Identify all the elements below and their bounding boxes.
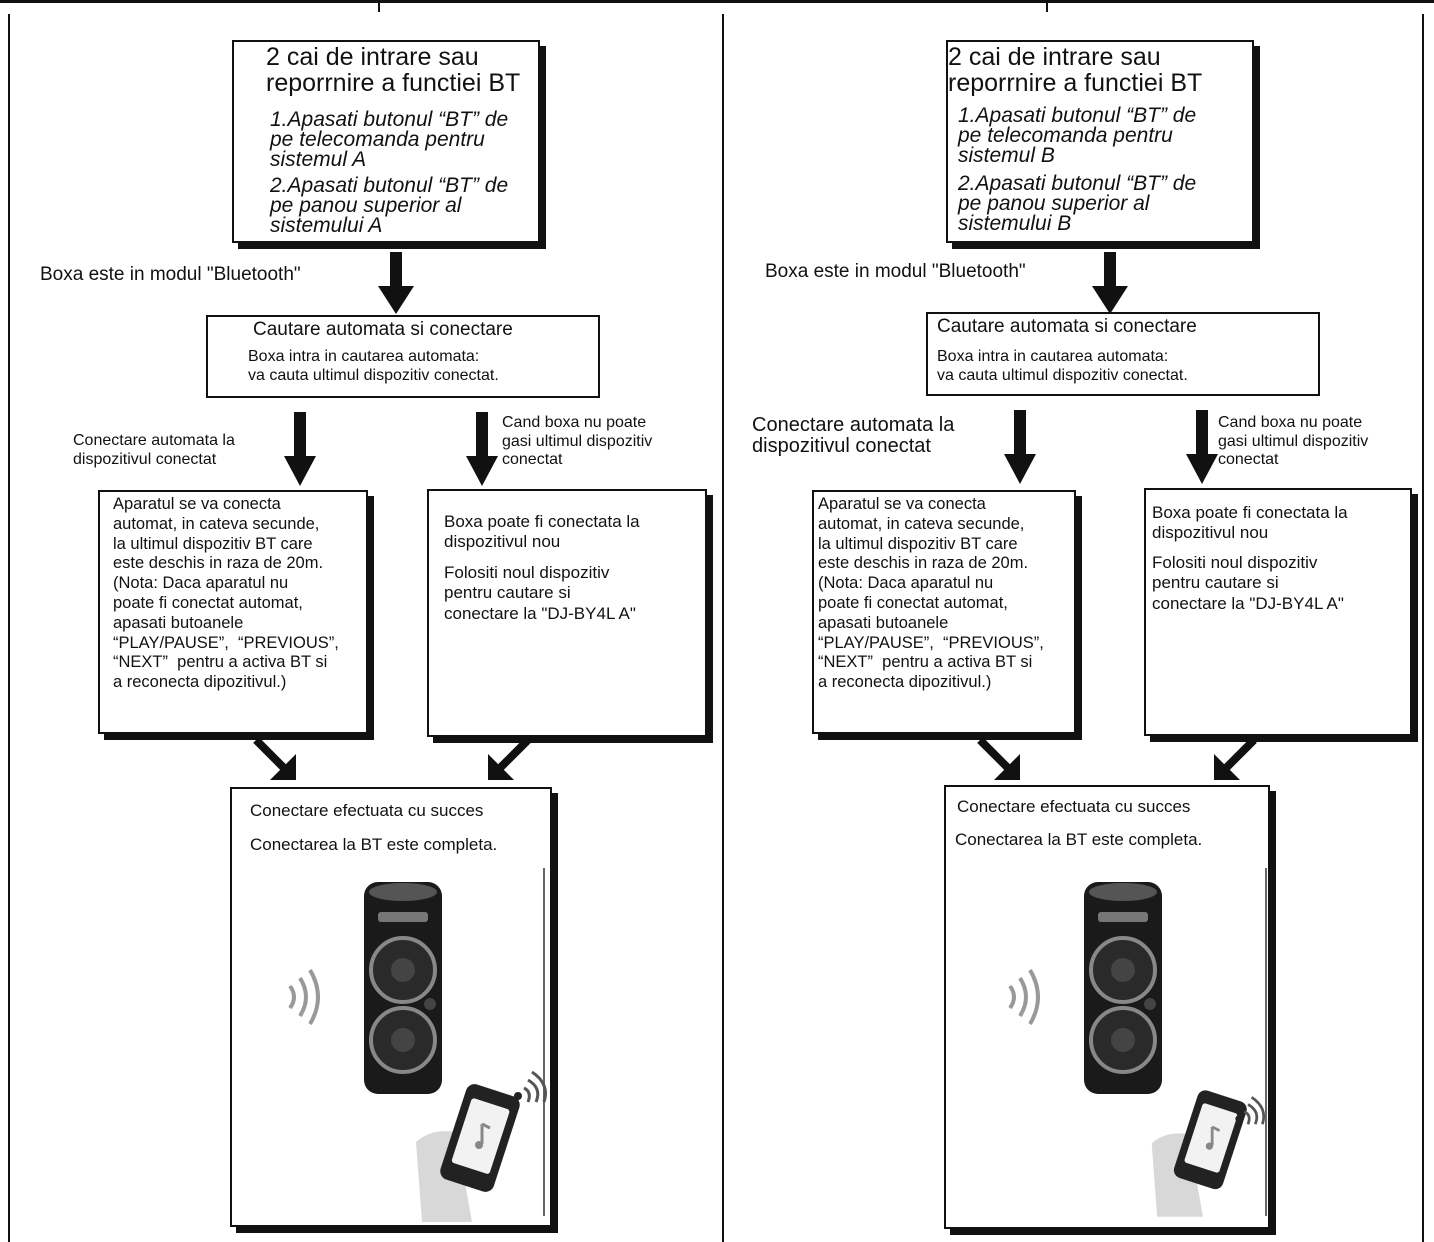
wifi-signal-icon xyxy=(1235,1096,1266,1125)
entry-step-2: 2.Apasati butonul “BT” de pe panou super… xyxy=(270,174,509,237)
down-arrow-icon xyxy=(284,412,316,486)
entry-box xyxy=(232,40,540,243)
left-branch-label: Conectare automata la dispozitivul conec… xyxy=(752,414,955,457)
sound-waves-icon xyxy=(1008,968,1040,1026)
success-text: Conectarea la BT este completa. xyxy=(955,830,1203,849)
auto-search-title: Cautare automata si conectare xyxy=(253,319,513,340)
down-arrow-icon xyxy=(466,412,498,486)
entry-box xyxy=(946,40,1254,243)
diagonal-arrow-icon xyxy=(977,737,1020,780)
entry-step-1: 1.Apasati butonul “BT” de pe telecomanda… xyxy=(958,104,1197,167)
frame-tick-left xyxy=(378,0,380,12)
new-device-title: Boxa poate fi conectata la dispozitivul … xyxy=(444,512,640,552)
smartphone-icon xyxy=(416,1084,520,1222)
down-arrow-icon xyxy=(378,252,414,314)
down-arrow-icon xyxy=(1092,252,1128,314)
new-device-box xyxy=(1144,488,1412,736)
entry-step-2: 2.Apasati butonul “BT” de pe panou super… xyxy=(958,172,1197,235)
auto-search-text: Boxa intra in cautarea automata: va caut… xyxy=(248,348,499,384)
new-device-text: Folositi noul dispozitiv pentru cautare … xyxy=(444,563,636,623)
new-device-box xyxy=(427,489,707,737)
down-arrow-icon xyxy=(1186,410,1218,484)
divider xyxy=(1265,868,1267,1216)
entry-step-1: 1.Apasati butonul “BT” de pe telecomanda… xyxy=(270,108,509,171)
wifi-signal-icon xyxy=(514,1070,547,1103)
new-device-text: Folositi noul dispozitiv pentru cautare … xyxy=(1152,553,1344,613)
diagonal-arrow-icon xyxy=(1214,737,1257,780)
frame-left xyxy=(8,14,10,1242)
frame-middle xyxy=(722,14,724,1242)
divider xyxy=(543,868,545,1216)
sound-waves-icon xyxy=(288,968,320,1026)
auto-connect-box xyxy=(98,490,368,734)
auto-connect-text: Aparatul se va conecta automat, in catev… xyxy=(818,495,1044,692)
auto-search-box xyxy=(206,315,600,398)
frame-tick-right xyxy=(1046,0,1048,12)
diagonal-arrow-icon xyxy=(488,737,531,780)
entry-title: 2 cai de intrare sau reporrnire a functi… xyxy=(948,43,1203,98)
right-branch-label: Cand boxa nu poate gasi ultimul dispozit… xyxy=(502,414,653,469)
auto-search-title: Cautare automata si conectare xyxy=(937,316,1197,337)
entry-title: 2 cai de intrare sau reporrnire a functi… xyxy=(266,43,521,98)
auto-search-text: Boxa intra in cautarea automata: va caut… xyxy=(937,348,1188,384)
success-title: Conectare efectuata cu succes xyxy=(250,801,484,820)
speaker-icon xyxy=(364,882,442,1094)
diagonal-arrow-icon xyxy=(253,737,296,780)
auto-connect-box xyxy=(812,490,1076,734)
smartphone-icon xyxy=(1151,1090,1247,1217)
bluetooth-mode-label: Boxa este in modul "Bluetooth" xyxy=(765,261,1026,282)
success-title: Conectare efectuata cu succes xyxy=(957,797,1191,816)
speaker-icon xyxy=(1084,882,1162,1094)
frame-right xyxy=(1422,14,1424,1242)
right-branch-label: Cand boxa nu poate gasi ultimul dispozit… xyxy=(1218,414,1369,469)
down-arrow-icon xyxy=(1004,410,1036,484)
success-text: Conectarea la BT este completa. xyxy=(250,835,498,854)
new-device-title: Boxa poate fi conectata la dispozitivul … xyxy=(1152,503,1348,543)
bluetooth-mode-label: Boxa este in modul "Bluetooth" xyxy=(40,264,301,285)
auto-search-box xyxy=(926,312,1320,396)
auto-connect-text: Aparatul se va conecta automat, in catev… xyxy=(113,495,339,692)
left-branch-label: Conectare automata la dispozitivul conec… xyxy=(73,432,235,468)
frame-top xyxy=(0,0,1434,3)
